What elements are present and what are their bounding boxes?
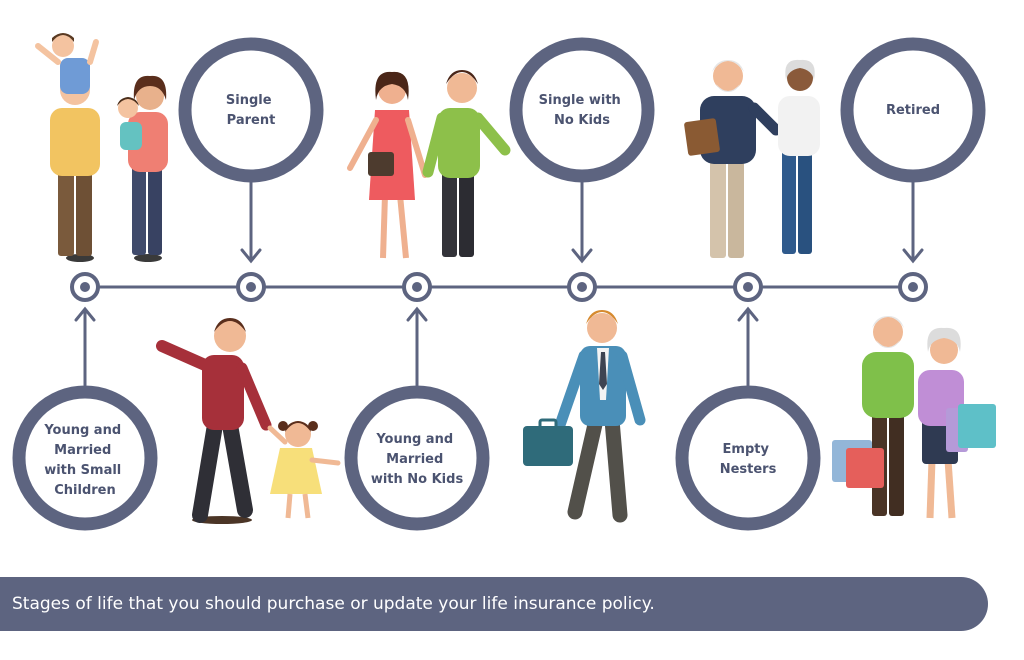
- timeline-node-3: [402, 272, 432, 302]
- arrow-up-icon: [737, 306, 759, 387]
- stage-ring-single-parent: Single Parent: [178, 37, 324, 183]
- svg-text:Young and Married: Young and Married with Small Children: [43, 423, 125, 498]
- svg-text:Single with No Kids: Single with No Kids: [539, 93, 626, 128]
- arrow-up-icon: [406, 306, 428, 387]
- arrow-down-icon: [240, 180, 262, 264]
- family-with-small-children-illustration: [35, 33, 168, 262]
- timeline-node-2: [236, 272, 266, 302]
- stage-ring-single-no-kids: Single with No Kids: [509, 37, 655, 183]
- caption-banner: Stages of life that you should purchase …: [0, 577, 988, 631]
- retired-couple-shopping-illustration: [832, 316, 996, 519]
- senior-couple-illustration: [684, 59, 820, 258]
- single-businessman-illustration: [523, 310, 646, 523]
- timeline-node-6: [898, 272, 928, 302]
- svg-text:Single Parent: Single Parent: [226, 93, 276, 128]
- svg-text:Retired: Retired: [886, 103, 940, 118]
- stage-ring-young-married-no-kids: Young and Married with No Kids: [344, 385, 490, 531]
- stage-ring-retired: Retired: [840, 37, 986, 183]
- life-stages-diagram: Single Parent Single with No Kids Retire…: [12, 33, 996, 531]
- svg-text:Empty Nesters: Empty Nesters: [720, 442, 777, 477]
- arrow-down-icon: [902, 180, 924, 264]
- svg-text:Young and Married: Young and Married with No Kids: [371, 432, 464, 487]
- caption-text: Stages of life that you should purchase …: [12, 594, 655, 614]
- arrow-down-icon: [571, 180, 593, 264]
- stage-ring-young-married-small-children: Young and Married with Small Children: [12, 385, 158, 531]
- single-parent-with-daughter-illustration: [156, 318, 341, 524]
- timeline-node-4: [567, 272, 597, 302]
- stage-ring-empty-nesters: Empty Nesters: [675, 385, 821, 531]
- timeline-node-1: [70, 272, 100, 302]
- young-couple-illustration: [347, 70, 511, 259]
- arrow-up-icon: [74, 306, 96, 387]
- timeline-node-5: [733, 272, 763, 302]
